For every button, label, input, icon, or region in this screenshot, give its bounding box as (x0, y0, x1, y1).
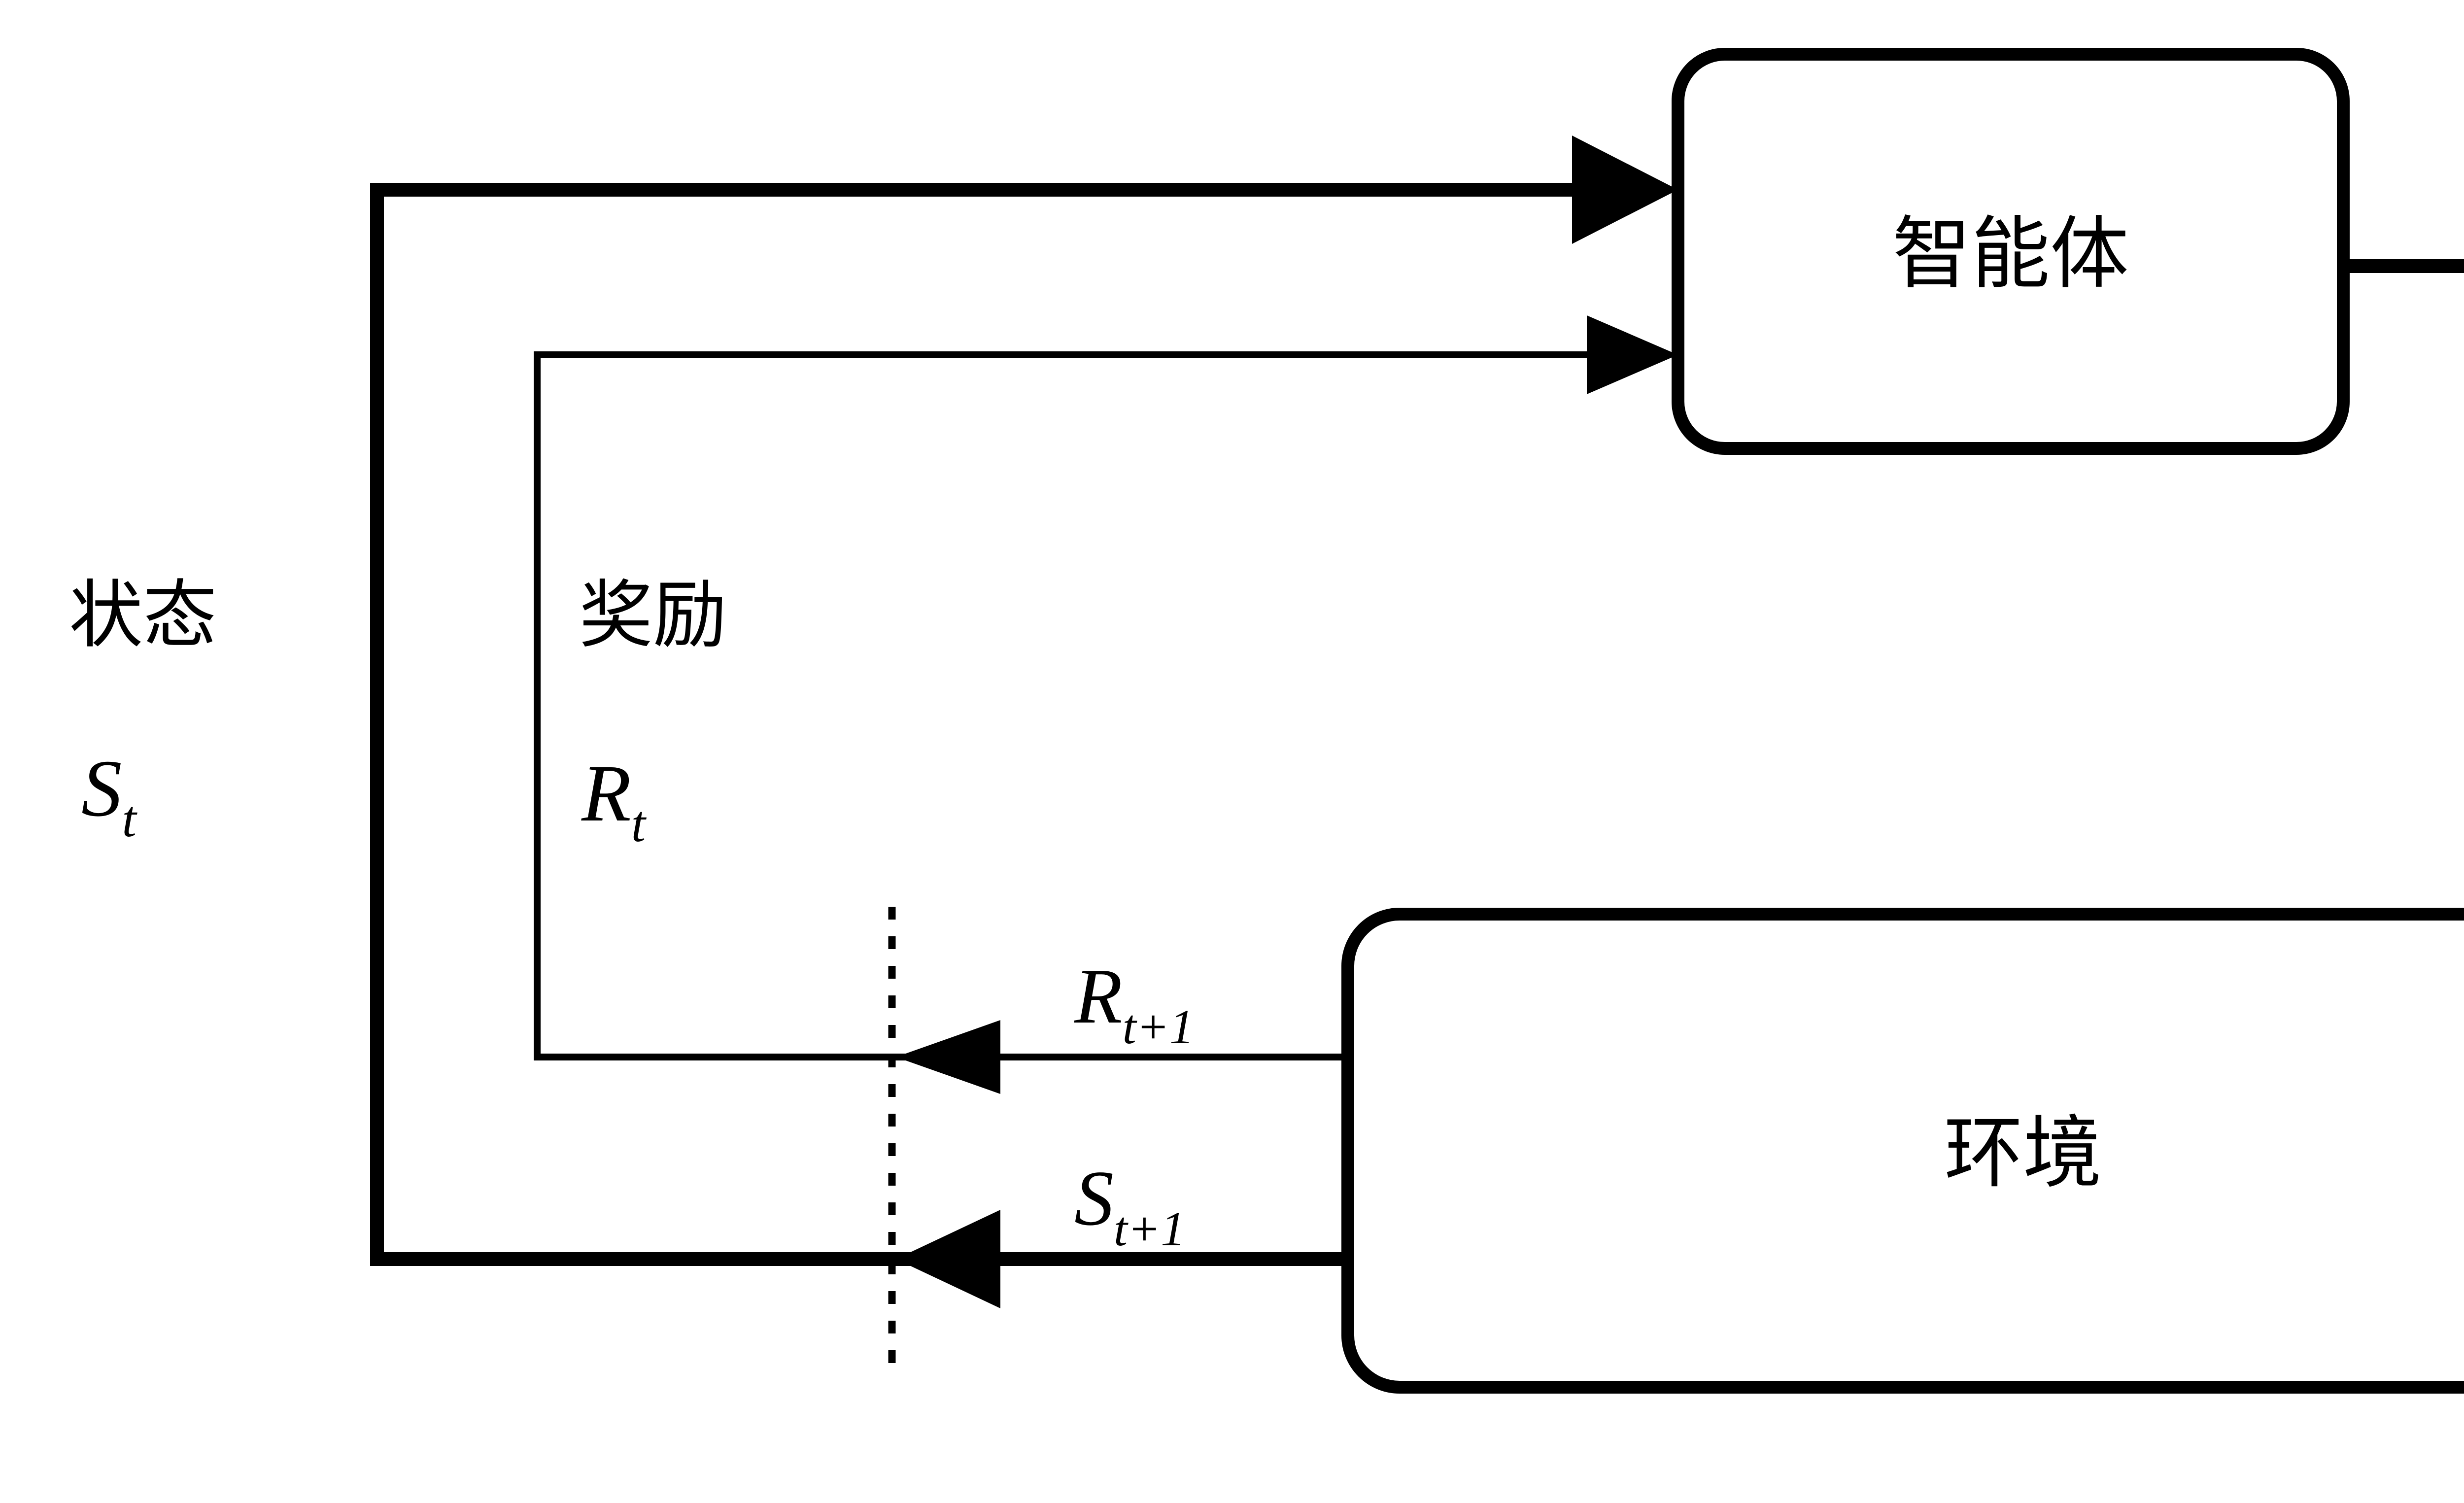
reward-loop-path (534, 315, 1678, 1094)
reward-symbol: Rt (581, 748, 647, 853)
reward-symbol-letter: R (581, 748, 631, 838)
reward-label-cjk: 奖励 (579, 573, 727, 658)
state-loop-path (370, 136, 1678, 1308)
state-edge-label-group: 状态 St (69, 573, 217, 848)
reward-next-subscript: t+1 (1123, 999, 1194, 1054)
reward-next-letter: R (1074, 952, 1123, 1040)
environment-label: 环境 (1944, 1107, 2102, 1199)
agent-label: 智能体 (1892, 207, 2129, 300)
state-next-symbol: St+1 (1074, 1154, 1185, 1256)
reward-next-symbol: Rt+1 (1074, 952, 1194, 1054)
reward-symbol-subscript: t (631, 795, 647, 853)
state-symbol-subscript: t (122, 790, 138, 848)
reward-edge-label-group: 奖励 Rt (579, 573, 727, 853)
state-symbol: St (81, 743, 138, 848)
state-label-cjk: 状态 (69, 573, 217, 658)
state-next-letter: S (1074, 1154, 1114, 1242)
agent-box[interactable] (1672, 48, 2350, 455)
state-symbol-letter: S (81, 743, 122, 833)
environment-box[interactable] (1341, 908, 2464, 1394)
environment-node[interactable]: 环境 (1341, 908, 2464, 1394)
agent-node[interactable]: 智能体 (1672, 48, 2350, 455)
state-next-subscript: t+1 (1114, 1201, 1185, 1256)
